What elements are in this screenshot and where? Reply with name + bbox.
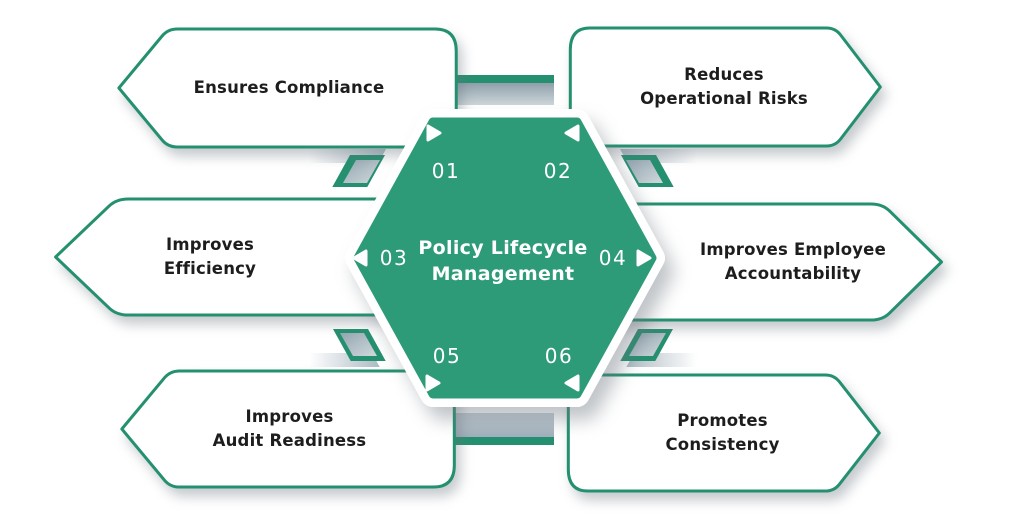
connector-diagonal-upper-right	[620, 149, 697, 187]
step-number-05: 05	[432, 344, 462, 368]
benefit-label-06: Promotes Consistency	[665, 411, 780, 454]
step-number-06: 06	[544, 344, 574, 368]
connector-diagonal-lower-right	[620, 329, 697, 367]
connector-top	[450, 75, 554, 105]
benefit-label-01: Ensures Compliance	[193, 78, 385, 98]
benefit-label-03: Improves Efficiency	[163, 235, 257, 278]
benefit-label-04: Improves Employee Accountability	[700, 240, 886, 283]
connector-diagonal-upper-left	[309, 149, 386, 187]
benefit-banner-improves-audit-readiness: Improves Audit Readiness	[119, 368, 460, 490]
benefit-label-05: Improves Audit Readiness	[212, 407, 367, 450]
connector-bottom	[450, 413, 554, 445]
step-number-04: 04	[598, 246, 628, 270]
connector-diagonal-lower-left	[309, 329, 386, 367]
benefit-banner-reduces-operational-risks: Reduces Operational Risks	[565, 25, 883, 149]
benefit-banner-ensures-compliance: Ensures Compliance	[116, 26, 462, 150]
diagram-title: Policy Lifecycle Management	[418, 236, 588, 285]
step-number-02: 02	[543, 159, 573, 183]
step-number-01: 01	[431, 159, 461, 183]
benefit-banner-promotes-consistency: Promotes Consistency	[563, 372, 882, 494]
step-number-03: 03	[379, 246, 409, 270]
benefit-label-02: Reduces Operational Risks	[640, 65, 808, 108]
